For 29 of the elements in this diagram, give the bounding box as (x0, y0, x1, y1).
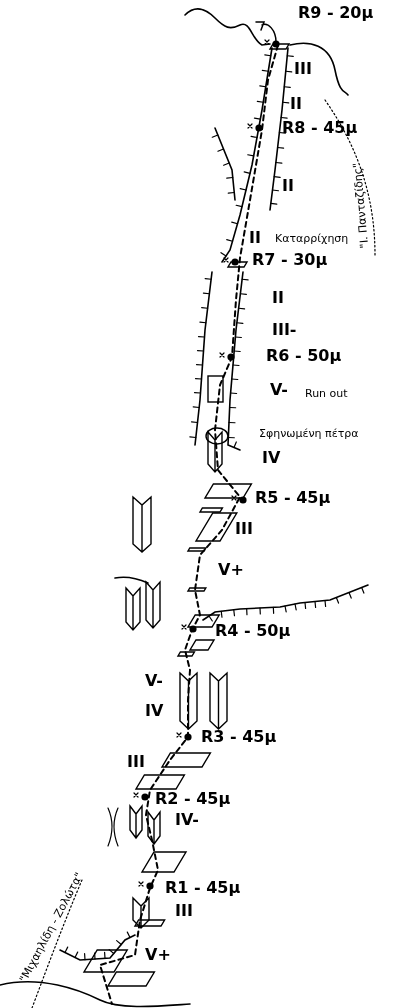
grade-label: V+ (145, 947, 171, 963)
grade-label: IV (145, 703, 164, 719)
belay-label: R3 - 45μ (201, 729, 277, 745)
note-label: Καταρρίχηση (275, 233, 349, 244)
belay-label: R2 - 45μ (155, 791, 231, 807)
note-label: Run out (305, 388, 348, 399)
belay-label: R5 - 45μ (255, 490, 331, 506)
belay-label: R8 - 45μ (282, 120, 358, 136)
belay-label: R6 - 50μ (266, 348, 342, 364)
grade-label: II (282, 178, 294, 194)
grade-label: II (290, 96, 302, 112)
grade-label: V- (270, 382, 288, 398)
grade-label: V- (145, 673, 163, 689)
route-name-label: "Ι. Πανταζίδης" (351, 162, 371, 249)
grade-label: II (272, 290, 284, 306)
grade-label: III (127, 754, 145, 770)
grade-label: IV (262, 450, 281, 466)
grade-label: IV- (175, 812, 199, 828)
grade-label: III- (272, 322, 297, 338)
belay-label: R9 - 20μ (298, 5, 374, 21)
grade-label: V+ (218, 562, 244, 578)
grade-label: II (249, 230, 261, 246)
grade-label: III (235, 521, 253, 537)
belay-label: R1 - 45μ (165, 880, 241, 896)
belay-label: R4 - 50μ (215, 623, 291, 639)
grade-label: III (175, 903, 193, 919)
grade-label: III (294, 61, 312, 77)
belay-label: R7 - 30μ (252, 252, 328, 268)
note-label: Σφηνωμένη πέτρα (259, 428, 359, 439)
